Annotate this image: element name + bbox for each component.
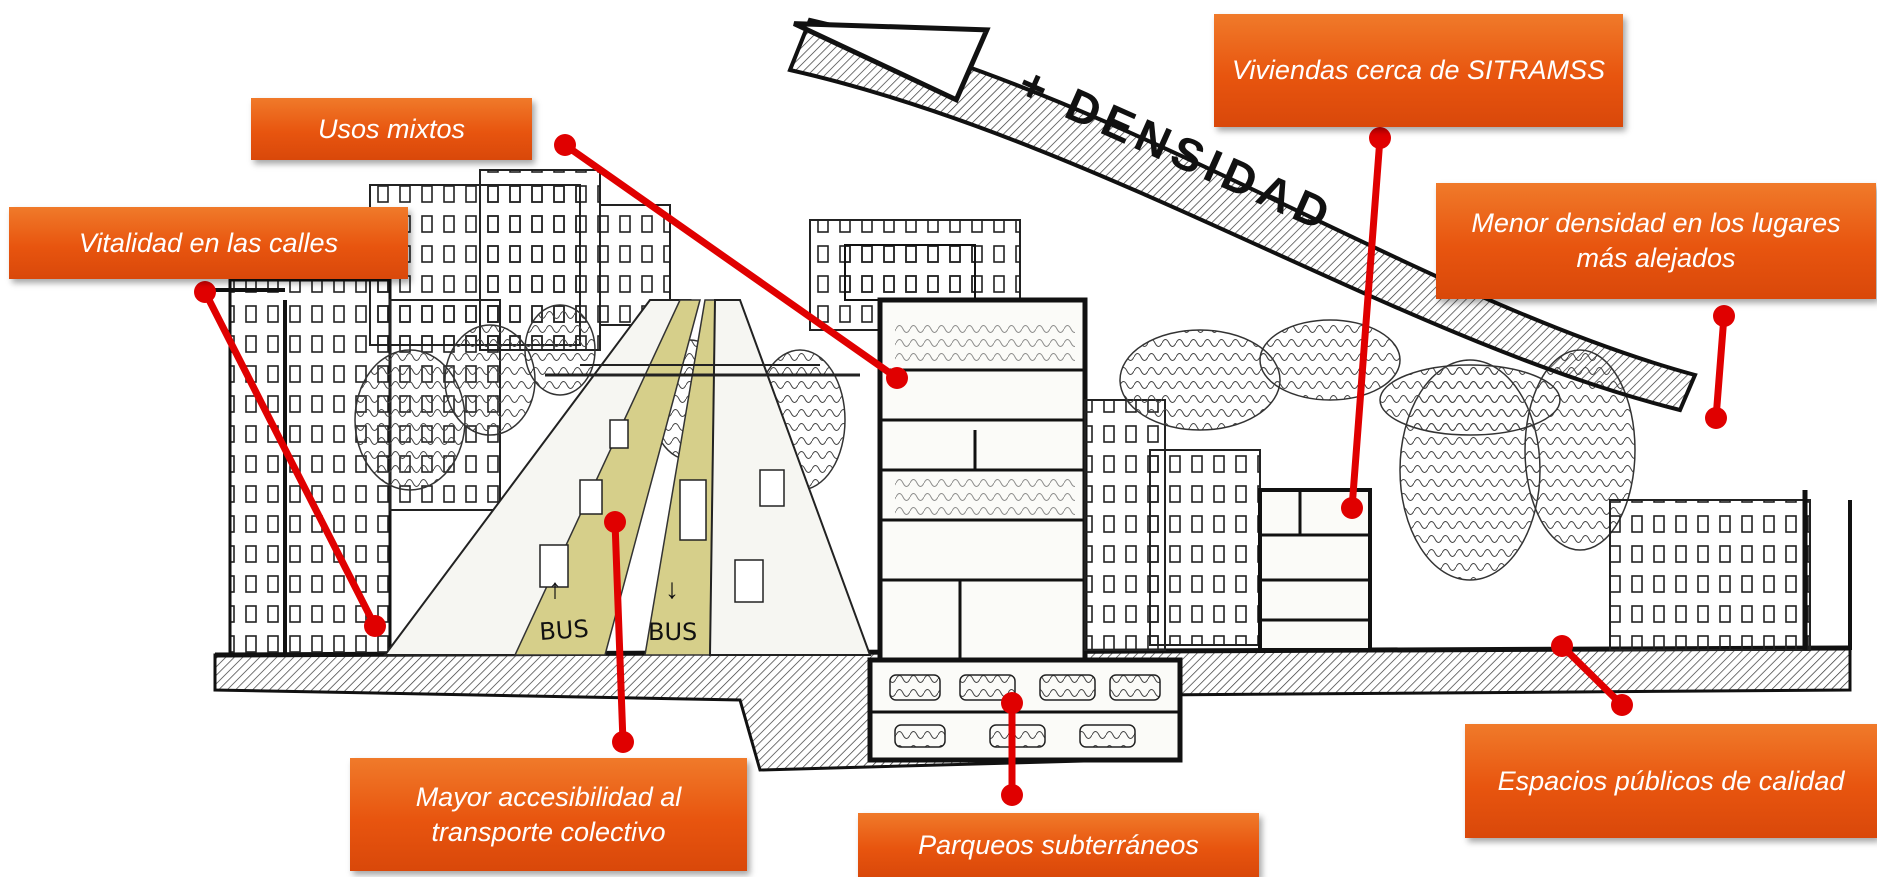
underground-parking	[867, 657, 1183, 763]
pointer-menor-densidad	[1712, 312, 1728, 422]
bus-down-text: BUS	[648, 618, 697, 646]
label-usos-mixtos: Usos mixtos	[251, 98, 532, 160]
pointer-lines	[201, 134, 1728, 799]
bus-up-arrow: ↑	[548, 573, 562, 604]
central-building-section	[844, 244, 1088, 663]
right-low-density	[1119, 319, 1852, 651]
pointer-usos-mixtos	[561, 141, 901, 382]
pointer-viviendas	[1348, 134, 1384, 512]
pointer-dots	[194, 127, 1735, 806]
bus-down-arrow: ↓	[665, 573, 679, 604]
label-parqueos: Parqueos subterráneos	[858, 813, 1259, 877]
middle-right-buildings	[1084, 399, 1372, 652]
density-arrow	[787, 17, 1698, 413]
label-accesibilidad: Mayor accesibilidad al transporte colect…	[350, 758, 747, 871]
pointer-espacios	[1558, 642, 1626, 709]
label-menor-densidad: Menor densidad en los lugares más alejad…	[1436, 183, 1876, 299]
label-viviendas: Viviendas cerca de SITRAMSS	[1214, 14, 1623, 127]
pointer-vitalidad	[201, 288, 379, 630]
bus-up-text: BUS	[538, 615, 589, 646]
label-espacios: Espacios públicos de calidad	[1465, 724, 1877, 838]
pointer-accesibilidad	[611, 518, 627, 746]
road	[383, 299, 872, 656]
label-vitalidad: Vitalidad en las calles	[9, 207, 408, 279]
